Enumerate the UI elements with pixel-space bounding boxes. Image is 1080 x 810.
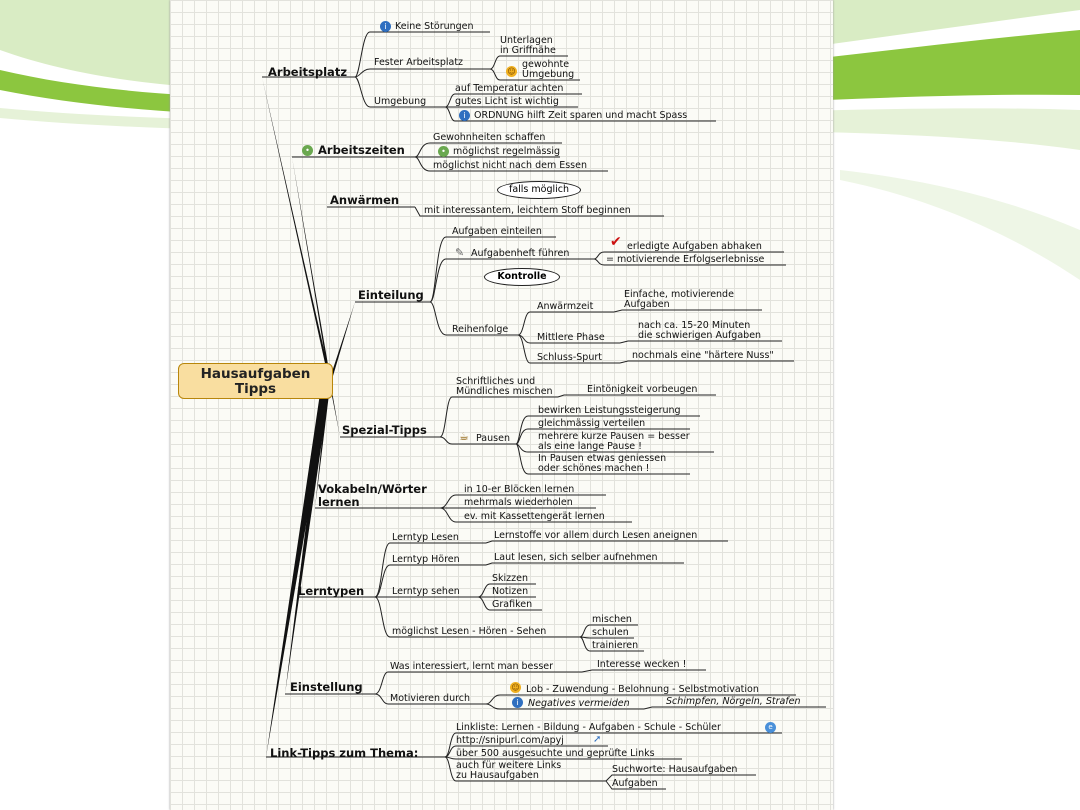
node-fester-arbeitsplatz[interactable]: Fester Arbeitsplatz [374,57,464,68]
node-lerntyp-lesen[interactable]: Lerntyp Lesen [392,532,459,543]
node-ordnung[interactable]: ORDNUNG hilft Zeit sparen und macht Spas… [474,110,688,121]
node-was-interessiert[interactable]: Was interessiert, lernt man besser [390,661,554,672]
node-gleichmaessig[interactable]: gleichmässig verteilen [538,418,646,429]
node-licht[interactable]: gutes Licht ist wichtig [455,96,559,107]
branch-anwaermen[interactable]: Anwärmen [330,193,400,207]
node-kassette[interactable]: ev. mit Kassettengerät lernen [464,511,605,522]
node-hoeren-text[interactable]: Laut lesen, sich selber aufnehmen [494,552,658,563]
node-ueber-500[interactable]: über 500 ausgesuchte und geprüfte Links [456,748,655,759]
branch-einteilung[interactable]: Einteilung [358,288,424,302]
link-snipurl[interactable]: http://snipurl.com/apyj [456,735,564,746]
globe-icon: e [765,722,776,733]
branch-spezial-tipps[interactable]: Spezial-Tipps [342,423,427,437]
central-topic-line1: Hausaufgaben [200,366,311,382]
node-anwaermzeit[interactable]: Anwärmzeit [537,301,594,312]
node-stoff[interactable]: mit interessantem, leichtem Stoff beginn… [424,205,631,216]
central-topic-node[interactable]: Hausaufgaben Tipps [178,363,333,399]
branch-lerntypen[interactable]: Lerntypen [298,584,365,598]
node-erfolgserlebnisse[interactable]: = motivierende Erfolgserlebnisse [606,254,765,265]
node-einfache-line1[interactable]: Einfache, motivierende [624,289,734,300]
node-gewohnte-line2[interactable]: Umgebung [522,69,575,80]
node-eintoenigkeit[interactable]: Eintönigkeit vorbeugen [587,384,698,395]
node-bloecke[interactable]: in 10-er Blöcken lernen [464,484,575,495]
node-trainieren[interactable]: trainieren [592,640,639,651]
node-gewohnte-line1[interactable]: gewohnte [522,59,570,70]
node-unterlagen-line2[interactable]: in Griffnähe [500,45,556,56]
node-lerntyp-hoeren[interactable]: Lerntyp Hören [392,554,460,565]
node-haertere-nuss[interactable]: nochmals eine "härtere Nuss" [632,350,774,361]
node-aufgaben[interactable]: Aufgaben [612,778,658,789]
node-leistungssteigerung[interactable]: bewirken Leistungssteigerung [538,405,681,416]
branch-vokabeln-line2[interactable]: lernen [318,495,360,509]
node-geniessen-line1[interactable]: In Pausen etwas geniessen [538,453,667,464]
clock-icon: • [302,145,313,156]
branch-vokabeln-line1[interactable]: Vokabeln/Wörter [318,482,427,496]
node-lesen-text[interactable]: Lernstoffe vor allem durch Lesen aneigne… [494,530,698,541]
smiley-icon: ☺ [510,682,521,693]
node-schriftliches-line2[interactable]: Mündliches mischen [456,386,553,397]
node-schimpfen[interactable]: Schimpfen, Nörgeln, Strafen [666,696,801,707]
node-minuten-line1[interactable]: nach ca. 15-20 Minuten [638,320,751,331]
info-icon: i [459,110,470,121]
clock-icon: • [438,146,449,157]
node-geniessen-line2[interactable]: oder schönes machen ! [538,463,650,474]
node-negatives[interactable]: Negatives vermeiden [528,698,630,709]
central-topic-line2: Tipps [234,381,277,397]
node-aufgabenheft[interactable]: Aufgabenheft führen [471,248,570,259]
branch-link-tipps[interactable]: Link-Tipps zum Thema: [270,746,419,760]
node-mehrmals[interactable]: mehrmals wiederholen [464,497,573,508]
coffee-icon: ☕ [459,430,469,443]
node-schriftliches-line1[interactable]: Schriftliches und [456,376,536,387]
node-essen[interactable]: möglichst nicht nach dem Essen [433,160,587,171]
mindmap-canvas [170,0,833,810]
node-regelmaessig[interactable]: möglichst regelmässig [453,146,561,157]
node-motivieren[interactable]: Motivieren durch [390,693,471,704]
node-linkliste[interactable]: Linkliste: Lernen - Bildung - Aufgaben -… [456,722,721,733]
node-minuten-line2[interactable]: die schwierigen Aufgaben [638,330,762,341]
node-temperatur[interactable]: auf Temperatur achten [455,83,564,94]
smiley-icon: ☺ [506,66,517,77]
node-moeglichst-mischen[interactable]: möglichst Lesen - Hören - Sehen [392,626,547,637]
callout-falls-moeglich[interactable]: falls möglich [497,181,581,199]
node-abhaken[interactable]: erledigte Aufgaben abhaken [627,241,762,252]
node-einfache-line2[interactable]: Aufgaben [624,299,670,310]
node-reihenfolge[interactable]: Reihenfolge [452,324,509,335]
node-umgebung[interactable]: Umgebung [374,96,427,107]
node-lerntyp-sehen[interactable]: Lerntyp sehen [392,586,460,597]
node-weitere-line1[interactable]: auch für weitere Links [456,760,562,771]
node-schulen[interactable]: schulen [592,627,629,638]
node-mehrere-line1[interactable]: mehrere kurze Pausen = besser [538,431,690,442]
node-schluss-spurt[interactable]: Schluss-Spurt [537,352,602,363]
node-aufgaben-einteilen[interactable]: Aufgaben einteilen [452,226,542,237]
node-pausen[interactable]: Pausen [476,433,510,444]
callout-kontrolle[interactable]: Kontrolle [484,268,560,286]
node-suchworte[interactable]: Suchworte: Hausaufgaben [612,764,738,775]
pencil-icon: ✎ [455,246,465,259]
node-unterlagen-line1[interactable]: Unterlagen [500,35,553,46]
node-lob[interactable]: Lob - Zuwendung - Belohnung - Selbstmoti… [526,684,759,695]
node-gewohnheiten[interactable]: Gewohnheiten schaffen [433,132,546,143]
node-interesse-wecken[interactable]: Interesse wecken ! [597,659,687,670]
info-icon: i [512,697,523,708]
link-arrow-icon[interactable]: ➚ [593,734,602,745]
info-icon: i [380,21,391,32]
node-grafiken[interactable]: Grafiken [492,599,533,610]
node-keine-stoerungen[interactable]: Keine Störungen [395,21,474,32]
node-mittlere-phase[interactable]: Mittlere Phase [537,332,605,343]
checkmark-icon: ✔ [610,234,622,250]
branch-einstellung[interactable]: Einstellung [290,680,363,694]
node-notizen[interactable]: Notizen [492,586,529,597]
branch-arbeitszeiten[interactable]: Arbeitszeiten [318,143,405,157]
node-mischen[interactable]: mischen [592,614,632,625]
node-weitere-line2[interactable]: zu Hausaufgaben [456,770,539,781]
node-skizzen[interactable]: Skizzen [492,573,529,584]
branch-arbeitsplatz[interactable]: Arbeitsplatz [268,65,348,79]
node-mehrere-line2[interactable]: als eine lange Pause ! [538,441,642,452]
